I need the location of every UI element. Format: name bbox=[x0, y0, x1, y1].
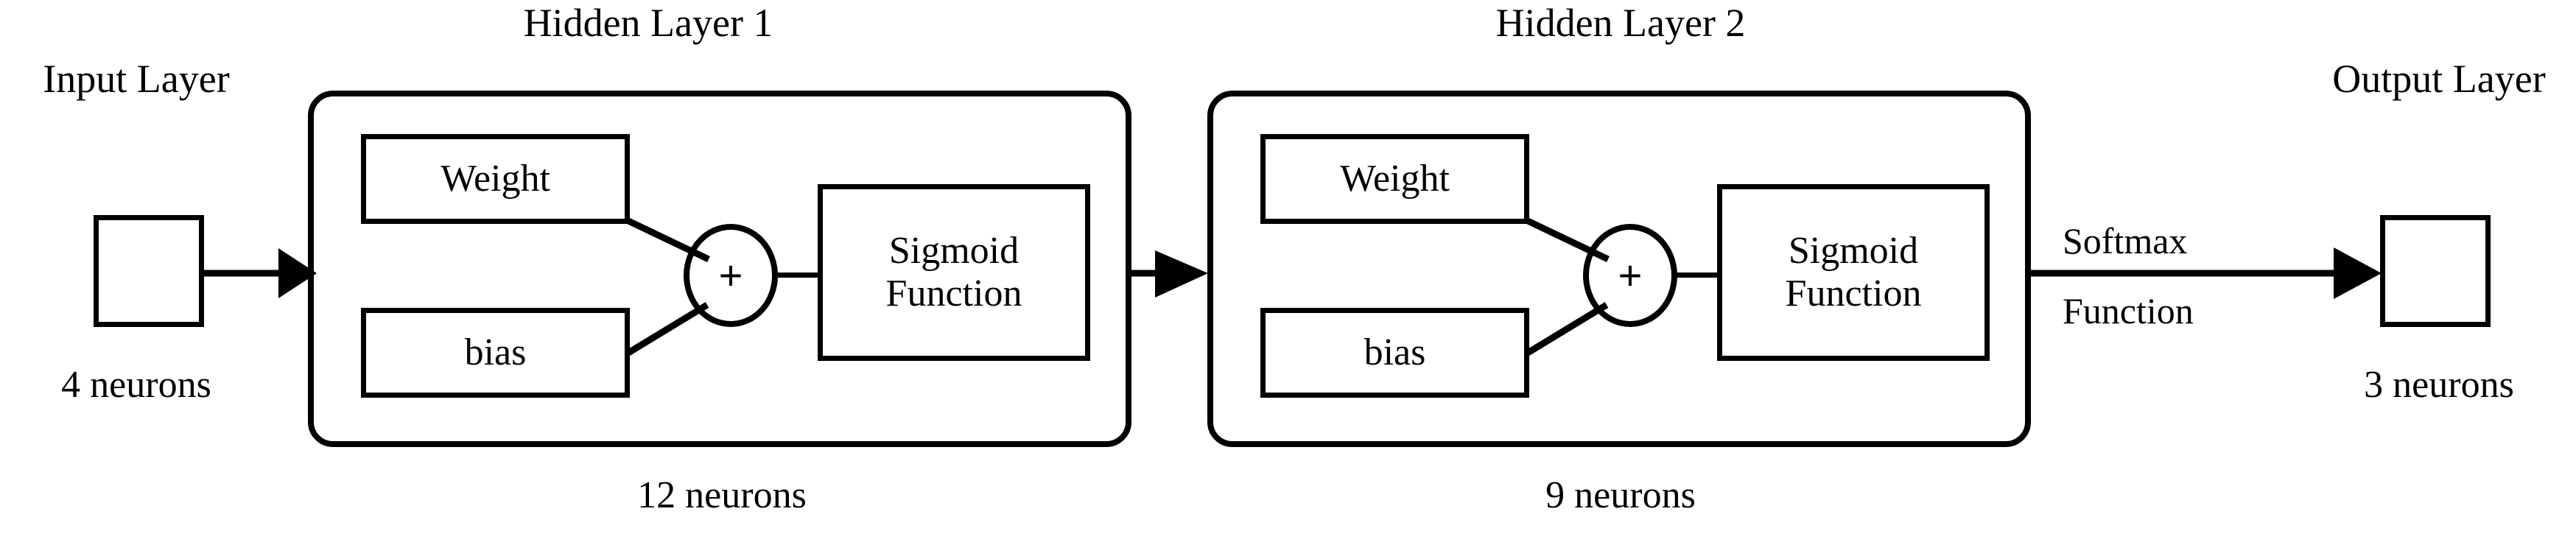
output-layer-title: Output Layer bbox=[2332, 57, 2546, 101]
input-layer-title: Input Layer bbox=[43, 57, 230, 101]
arrow-hidden1-to-hidden2 bbox=[1130, 250, 1208, 298]
input-neuron-count: 4 neurons bbox=[61, 364, 211, 406]
input-layer-box bbox=[94, 215, 204, 327]
hidden-layer-2-weight-label: Weight bbox=[1340, 157, 1450, 200]
hidden-layer-1-title: Hidden Layer 1 bbox=[523, 1, 773, 45]
hidden-layer-2-neuron-count: 9 neurons bbox=[1545, 474, 1696, 516]
hidden-layer-2-bias-label: bias bbox=[1364, 331, 1426, 373]
hidden-layer-2-sum-to-activation-line bbox=[1674, 272, 1720, 278]
hidden-layer-1-activation-label: Sigmoid Function bbox=[823, 230, 1085, 315]
hidden-layer-1-bias-label: bias bbox=[464, 331, 527, 373]
hidden-layer-2-plus-symbol: + bbox=[1618, 252, 1643, 298]
hidden-layer-1-activation-box: Sigmoid Function bbox=[818, 184, 1090, 361]
hidden-layer-2-weight-box: Weight bbox=[1260, 134, 1529, 224]
hidden-layer-1-activation-line1: Sigmoid bbox=[888, 229, 1019, 272]
hidden-layer-1-neuron-count: 12 neurons bbox=[637, 474, 807, 516]
softmax-label-line2: Function bbox=[2063, 290, 2194, 331]
hidden-layer-1-weight-box: Weight bbox=[361, 134, 630, 224]
hidden-layer-1-plus-symbol: + bbox=[718, 252, 743, 298]
arrow-input-to-hidden1 bbox=[204, 248, 317, 298]
hidden-layer-2-title: Hidden Layer 2 bbox=[1495, 1, 1746, 45]
output-layer-box bbox=[2380, 215, 2491, 327]
hidden-layer-1-weight-label: Weight bbox=[441, 157, 550, 200]
output-neuron-count: 3 neurons bbox=[2364, 364, 2514, 406]
hidden-layer-2-summation-node: + bbox=[1583, 224, 1677, 327]
hidden-layer-1-activation-line2: Function bbox=[885, 272, 1022, 314]
hidden-layer-1-sum-to-activation-line bbox=[775, 272, 821, 278]
hidden-layer-2-activation-box: Sigmoid Function bbox=[1717, 184, 1990, 361]
hidden-layer-2-activation-label: Sigmoid Function bbox=[1722, 230, 1984, 315]
hidden-layer-2-activation-line1: Sigmoid bbox=[1788, 229, 1919, 272]
hidden-layer-2-activation-line2: Function bbox=[1785, 272, 1922, 314]
hidden-layer-2-bias-box: bias bbox=[1260, 308, 1529, 398]
hidden-layer-1-bias-box: bias bbox=[361, 308, 630, 398]
hidden-layer-1-summation-node: + bbox=[684, 224, 778, 327]
softmax-label-line1: Softmax bbox=[2063, 220, 2188, 261]
